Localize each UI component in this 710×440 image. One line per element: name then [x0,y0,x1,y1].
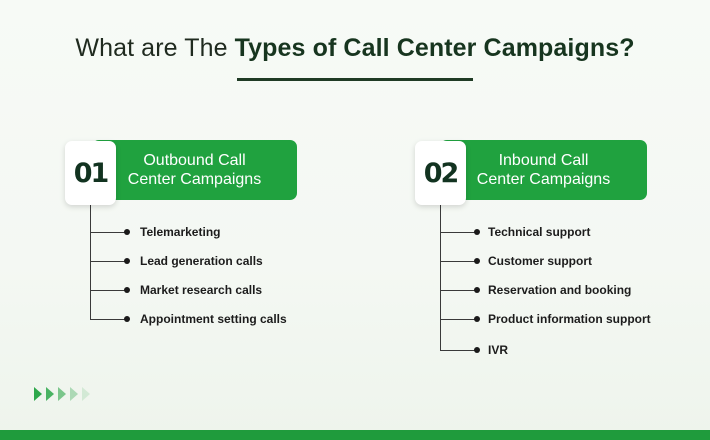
title-regular: What are The [75,34,235,62]
bullet-icon [124,287,130,293]
bullet-icon [474,229,480,235]
outbound-item-telemarketing: Telemarketing [140,225,221,239]
bullet-icon [124,229,130,235]
title-underline [237,78,473,81]
bullet-icon [124,258,130,264]
outbound-item-lead-generation: Lead generation calls [140,254,263,268]
inbound-item-technical-support: Technical support [488,225,591,239]
outbound-tree-line [90,205,91,320]
inbound-title-line2: Center Campaigns [476,171,611,188]
tree-branch [440,261,477,262]
outbound-title-line1: Outbound Call [143,152,246,169]
bullet-icon [474,347,480,353]
outbound-title-pill: Outbound Call Center Campaigns [92,140,297,200]
tree-branch [440,350,477,351]
bullet-icon [124,316,130,322]
footer-bar [0,430,710,440]
inbound-item-ivr: IVR [488,343,509,357]
tree-branch [90,261,127,262]
inbound-title-line1: Inbound Call [498,152,589,169]
bullet-icon [474,287,480,293]
tree-branch [440,232,477,233]
tree-branch [90,232,127,233]
page-title: What are The Types of Call Center Campai… [0,34,710,63]
chevron-right-icon [34,387,42,401]
tree-branch [90,290,127,291]
inbound-item-customer-support: Customer support [488,254,593,268]
chevron-right-icon [58,387,66,401]
inbound-item-product-information: Product information support [488,312,651,326]
tree-branch [90,319,127,320]
outbound-item-market-research: Market research calls [140,283,263,297]
outbound-item-appointment-setting: Appointment setting calls [140,312,287,326]
outbound-title-line2: Center Campaigns [127,171,262,188]
outbound-number-badge: 01 [65,141,116,205]
bullet-icon [474,316,480,322]
title-bold: Types of Call Center Campaigns? [234,34,635,62]
tree-branch [440,290,477,291]
inbound-title-pill: Inbound Call Center Campaigns [440,140,647,200]
inbound-item-reservation-booking: Reservation and booking [488,283,632,297]
chevron-right-icon [82,387,90,401]
inbound-number-badge: 02 [415,141,466,205]
chevron-right-icon [70,387,78,401]
tree-branch [440,319,477,320]
bullet-icon [474,258,480,264]
chevron-right-icon [46,387,54,401]
inbound-tree-line [440,205,441,350]
